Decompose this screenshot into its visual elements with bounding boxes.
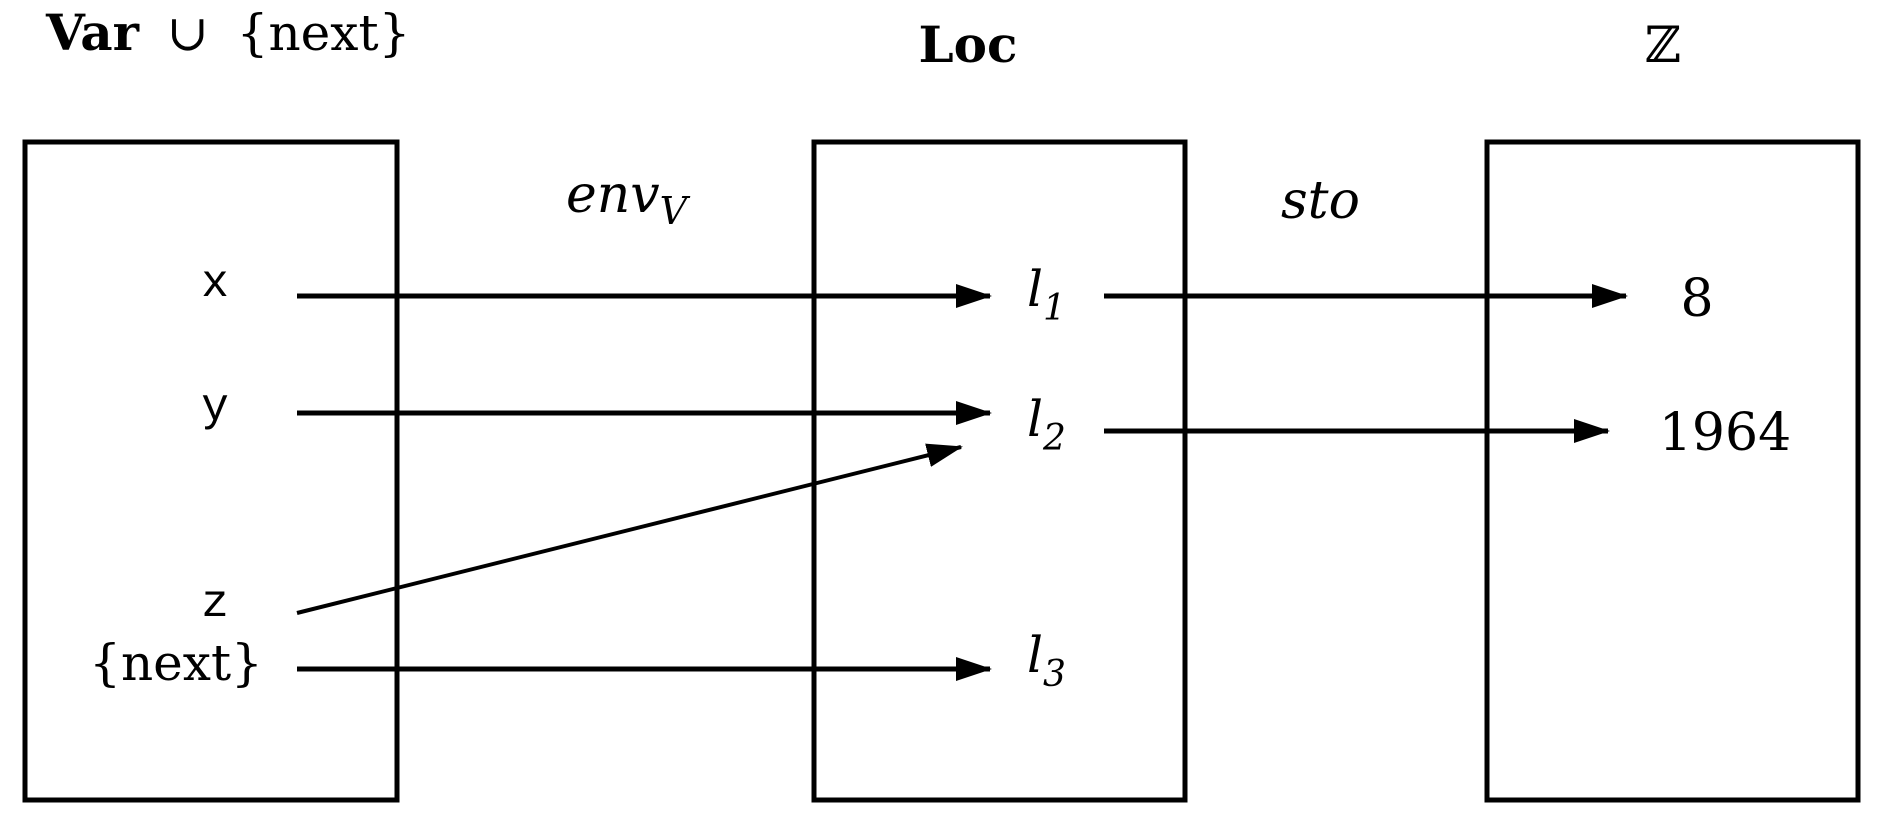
location-l2: l2 bbox=[1027, 390, 1066, 459]
location-l3-subscript: 3 bbox=[1043, 654, 1066, 695]
loc-header: Loc bbox=[919, 15, 1018, 74]
variable-z: z bbox=[201, 578, 229, 630]
env-label-base: env bbox=[566, 165, 660, 225]
location-l1: l1 bbox=[1027, 260, 1066, 329]
integers-box bbox=[1484, 139, 1861, 803]
value-8: 8 bbox=[1680, 269, 1713, 329]
var-header-bold: Var bbox=[45, 3, 140, 62]
union-symbol: ∪ bbox=[167, 4, 209, 62]
integers-header: ℤ bbox=[1645, 16, 1682, 74]
variable-y: y bbox=[201, 382, 229, 434]
value-1964: 1964 bbox=[1659, 403, 1791, 463]
locations-box bbox=[811, 139, 1188, 803]
location-l3: l3 bbox=[1027, 626, 1066, 695]
location-l3-base: l bbox=[1027, 626, 1043, 684]
location-l1-base: l bbox=[1027, 260, 1043, 318]
sto-label: sto bbox=[1281, 171, 1360, 231]
env-label: envV bbox=[566, 165, 691, 233]
variable-x: x bbox=[201, 258, 229, 310]
var-set-header: Var ∪ {next} bbox=[45, 3, 410, 62]
env-arrow-z-to-l2 bbox=[296, 443, 963, 615]
variables-box bbox=[22, 139, 400, 803]
variable-next: {next} bbox=[89, 634, 263, 692]
location-l2-subscript: 2 bbox=[1042, 418, 1066, 459]
env-label-subscript: V bbox=[660, 189, 691, 233]
location-l2-base: l bbox=[1027, 390, 1043, 448]
next-set-header: {next} bbox=[237, 4, 411, 62]
location-l1-subscript: 1 bbox=[1043, 288, 1066, 329]
